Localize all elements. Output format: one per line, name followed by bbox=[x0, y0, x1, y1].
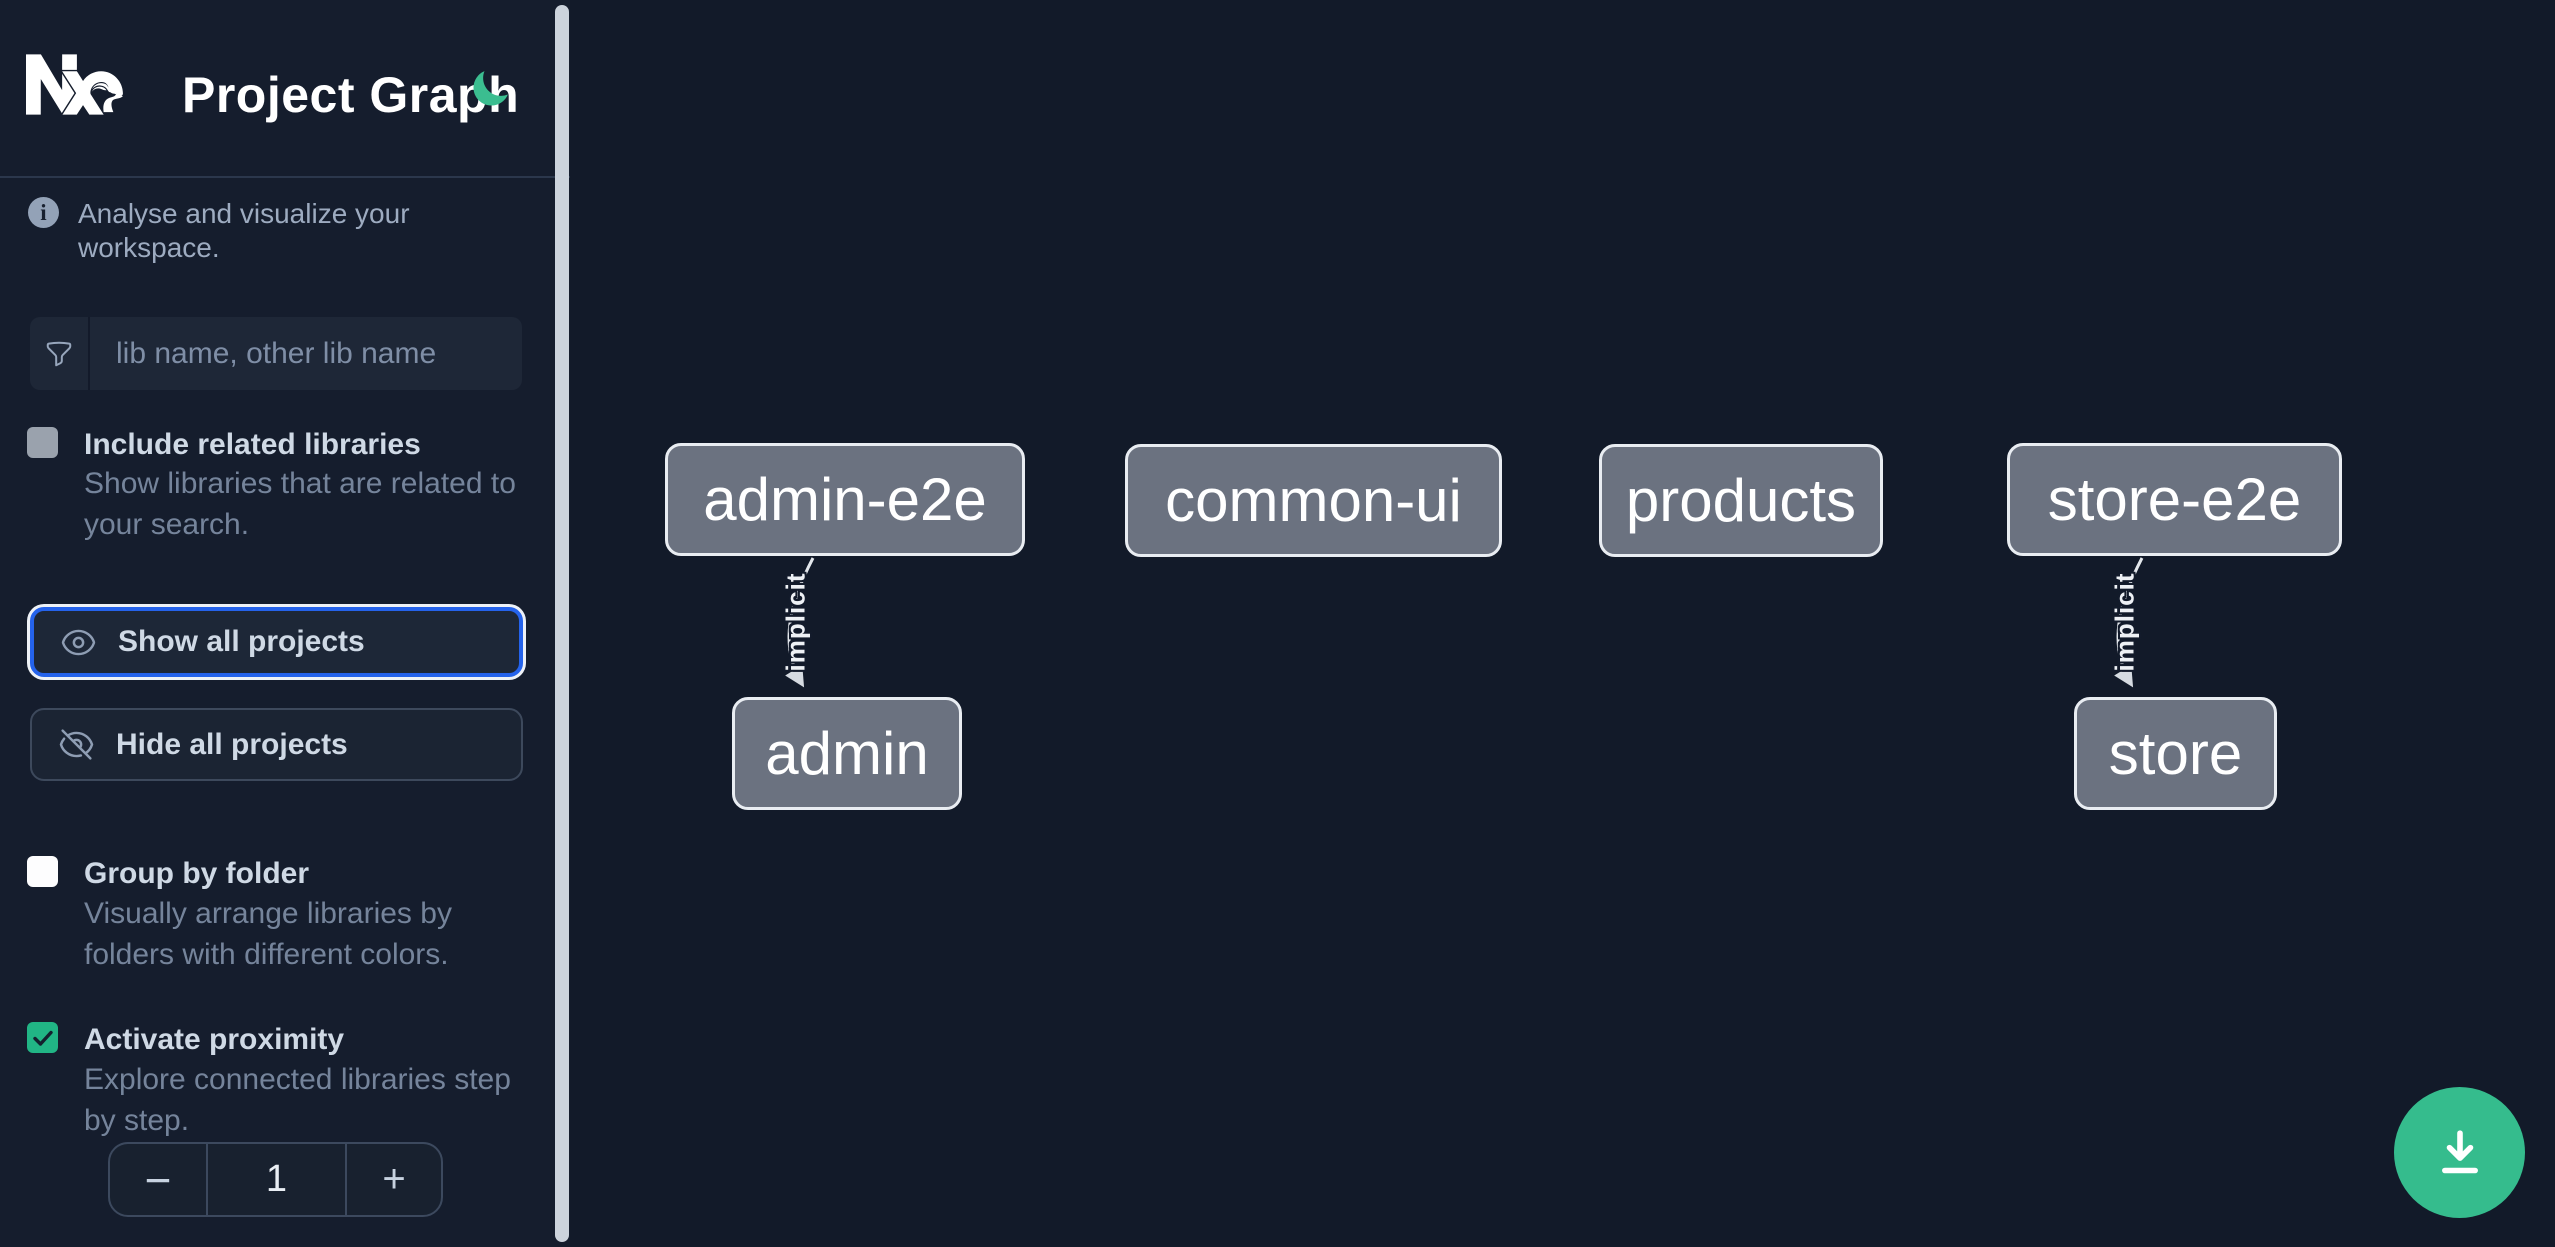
activate-proximity-label: Activate proximity bbox=[84, 1023, 345, 1056]
stepper-value[interactable]: 1 bbox=[206, 1144, 347, 1215]
theme-toggle-button[interactable] bbox=[466, 66, 514, 114]
graph-node-store-e2e[interactable]: store-e2e bbox=[2007, 443, 2342, 556]
eye-slash-icon bbox=[59, 729, 94, 760]
graph-node-store[interactable]: store bbox=[2074, 697, 2277, 810]
stepper-decrement-button[interactable]: − bbox=[110, 1144, 206, 1215]
include-related-description: Show libraries that are related to your … bbox=[84, 467, 516, 541]
graph-node-common-ui[interactable]: common-ui bbox=[1125, 444, 1502, 557]
show-all-projects-label: Show all projects bbox=[118, 625, 365, 658]
moon-icon bbox=[473, 70, 508, 105]
graph-node-products[interactable]: products bbox=[1599, 444, 1883, 557]
edge-label-admin-e2e-admin: implicit bbox=[780, 572, 811, 672]
nx-logo-icon bbox=[26, 54, 123, 115]
download-graph-button[interactable] bbox=[2394, 1087, 2525, 1218]
activate-proximity-description: Explore connected libraries step by step… bbox=[84, 1063, 511, 1137]
group-by-folder-row: Group by folder Visually arrange librari… bbox=[27, 856, 527, 986]
include-related-row: Include related libraries Show libraries… bbox=[27, 427, 527, 557]
eye-icon bbox=[61, 629, 96, 655]
edge-label-store-e2e-store: implicit bbox=[2109, 572, 2140, 672]
group-by-folder-label: Group by folder bbox=[84, 857, 309, 890]
workspace-info-text: Analyse and visualize your workspace. bbox=[78, 198, 410, 263]
group-by-folder-description: Visually arrange libraries by folders wi… bbox=[84, 897, 452, 971]
filter-funnel-icon bbox=[30, 317, 90, 390]
page-title: Project Graph bbox=[182, 67, 520, 123]
show-all-projects-button[interactable]: Show all projects bbox=[30, 607, 523, 677]
check-icon bbox=[32, 1030, 53, 1046]
proximity-depth-stepper: − 1 + bbox=[108, 1142, 443, 1217]
hide-all-projects-button[interactable]: Hide all projects bbox=[30, 708, 523, 781]
graph-node-admin-e2e[interactable]: admin-e2e bbox=[665, 443, 1025, 556]
info-circle-icon: i bbox=[28, 197, 59, 228]
download-icon bbox=[2441, 1129, 2478, 1173]
stepper-increment-button[interactable]: + bbox=[347, 1144, 441, 1215]
include-related-checkbox[interactable] bbox=[27, 427, 58, 458]
activate-proximity-row: Activate proximity Explore connected lib… bbox=[27, 1022, 527, 1152]
sidebar-scrollbar[interactable] bbox=[555, 5, 569, 1242]
project-filter-box bbox=[30, 317, 522, 390]
header-divider bbox=[0, 176, 570, 178]
workspace-info: i Analyse and visualize your workspace. bbox=[28, 197, 528, 265]
group-by-folder-checkbox[interactable] bbox=[27, 856, 58, 887]
include-related-label: Include related libraries bbox=[84, 428, 421, 461]
graph-node-admin[interactable]: admin bbox=[732, 697, 962, 810]
graph-edge-admin-e2e-admin bbox=[785, 557, 815, 688]
activate-proximity-checkbox[interactable] bbox=[27, 1022, 58, 1053]
sidebar: Project Graph i Analyse and visualize yo… bbox=[0, 0, 570, 1247]
hide-all-projects-label: Hide all projects bbox=[116, 727, 348, 761]
graph-edge-store-e2e-store bbox=[2114, 557, 2144, 688]
search-input[interactable] bbox=[90, 317, 522, 390]
